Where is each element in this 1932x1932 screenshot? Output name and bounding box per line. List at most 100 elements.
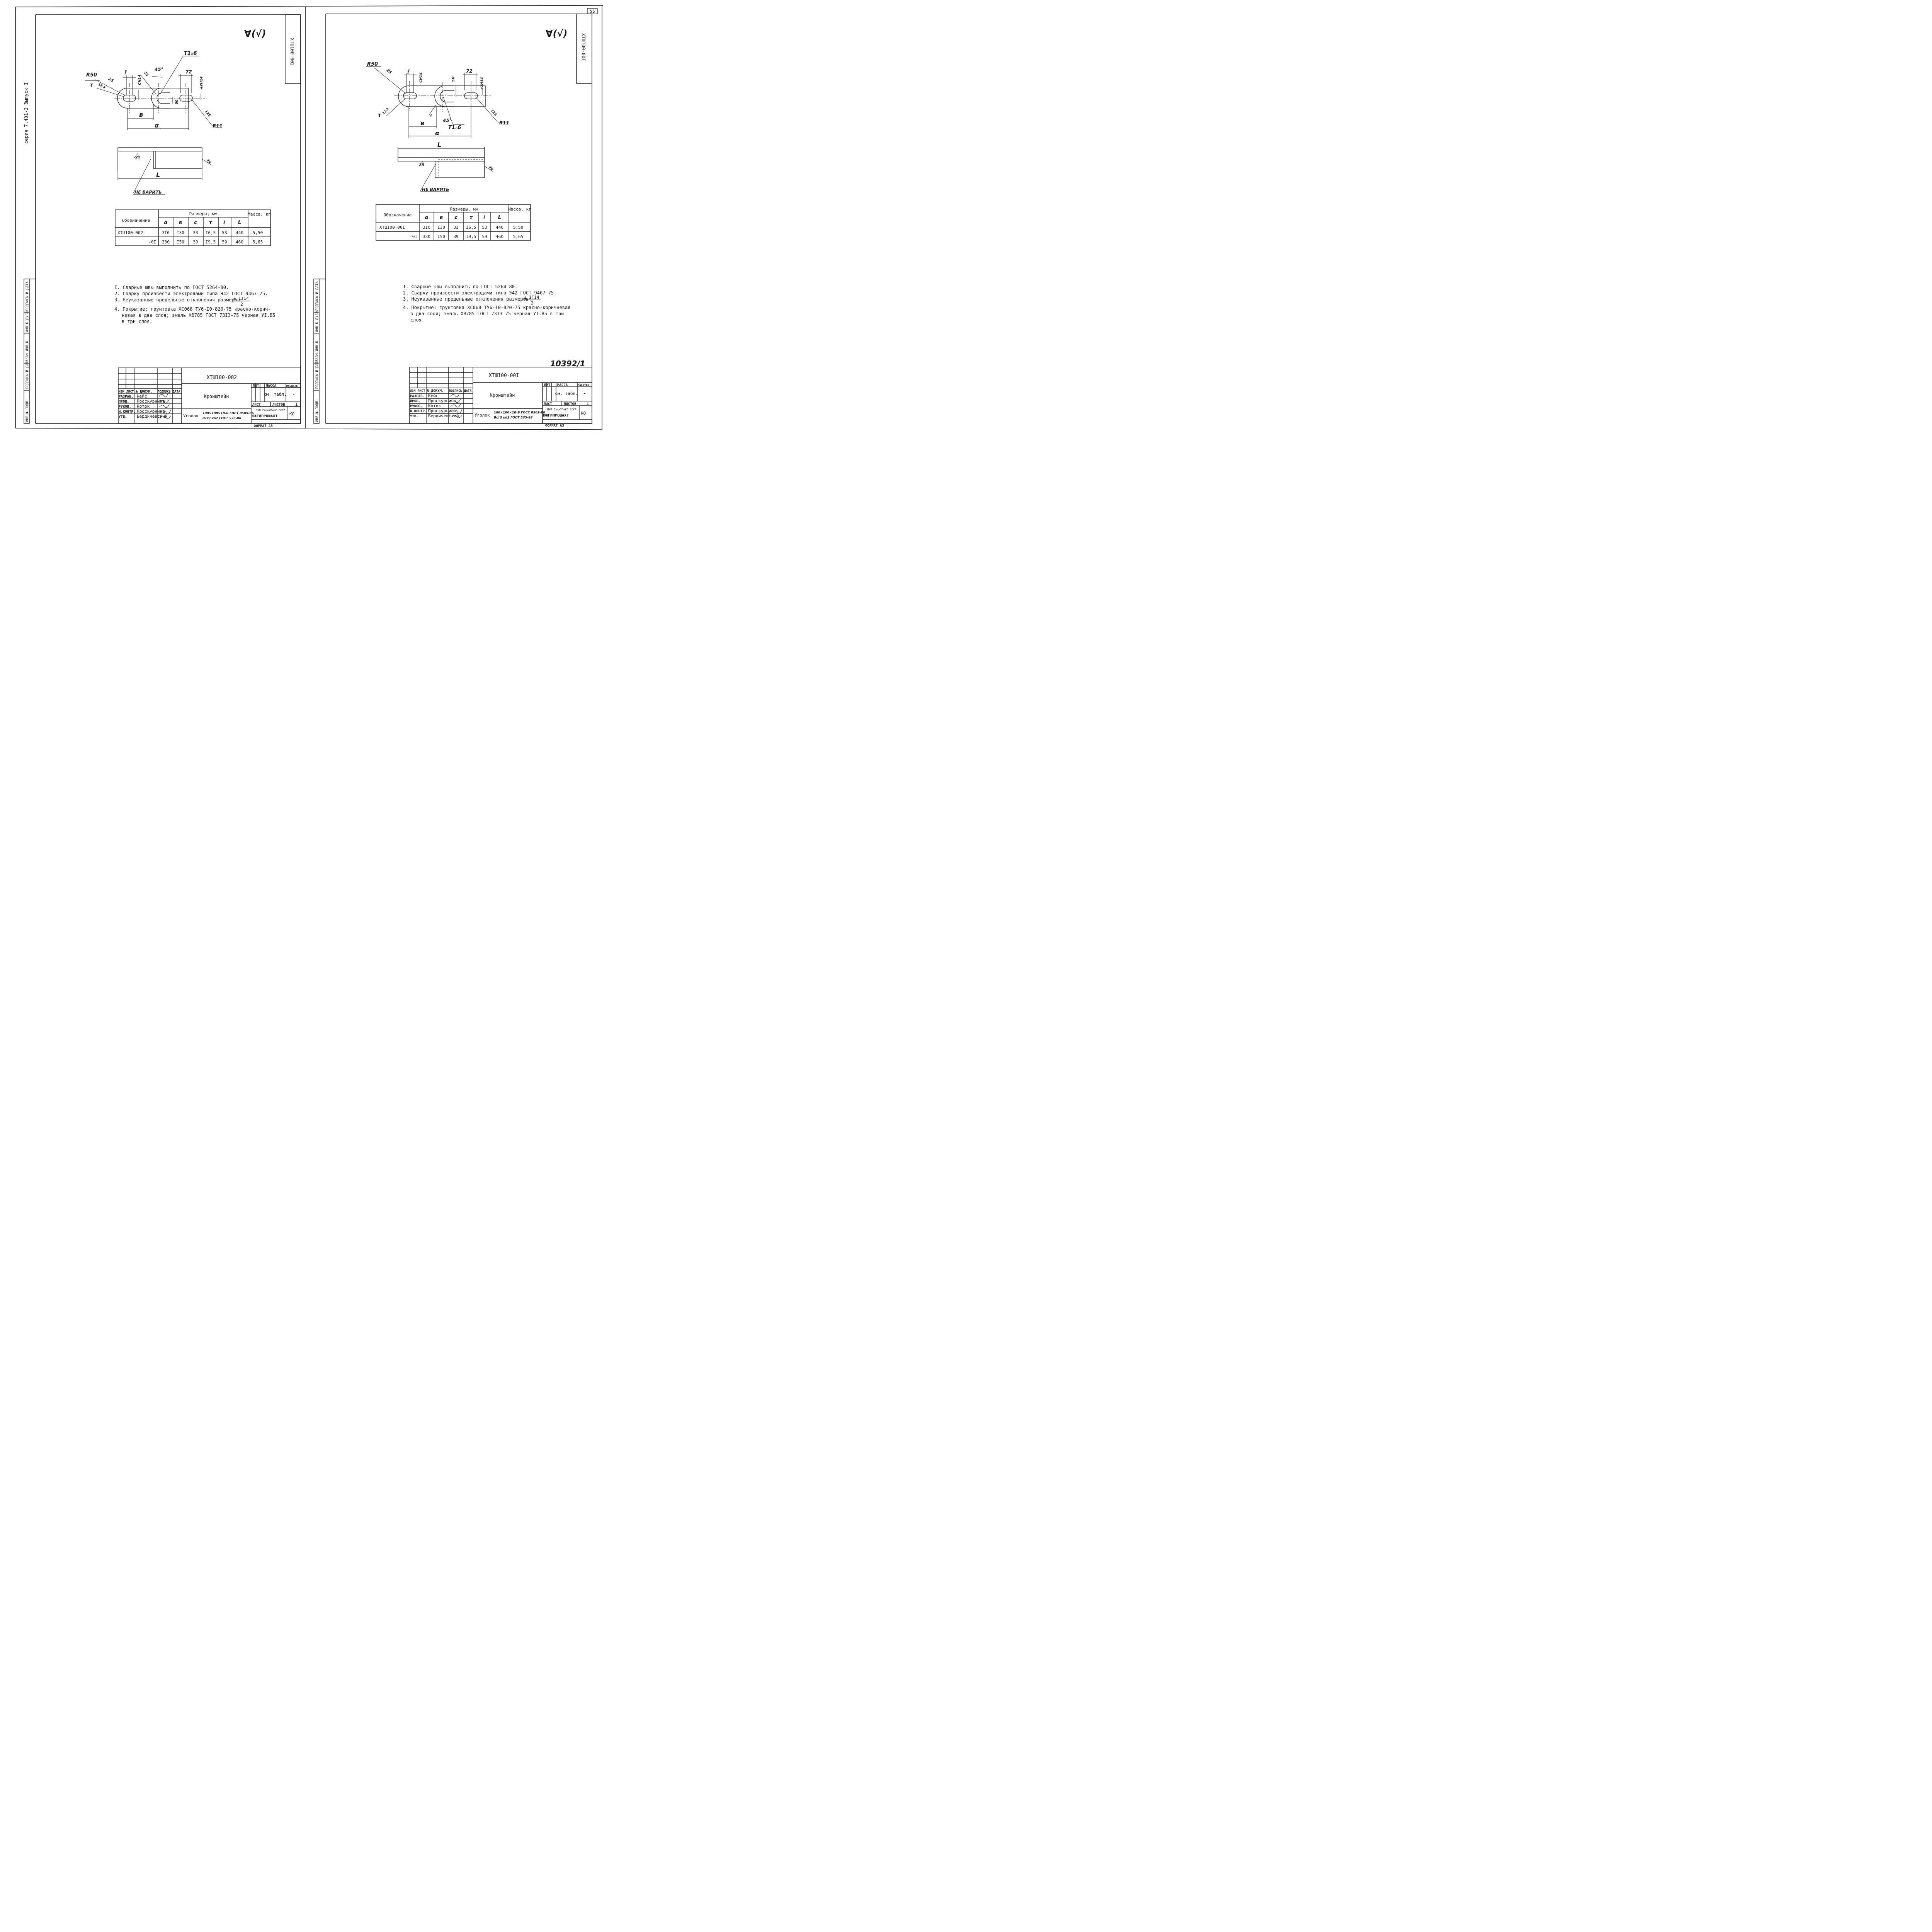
note-3: 3. Неуказанные предельные отклонения раз…	[403, 296, 531, 302]
stamp-material-prefix: Уголок	[183, 413, 199, 418]
role-1: РАЗРАБ.	[119, 395, 133, 399]
stamp-name: Кронштейн	[204, 394, 229, 399]
note-3: 3. Неуказанные предельные отклонения раз…	[114, 297, 243, 303]
col-l: ℓ	[483, 215, 486, 221]
note-2: 2. Сварку произвести электродами типа Э4…	[403, 290, 556, 296]
note-4a: 4. Покрытие: грунтовка ХС068 ТУ6-I0-820-…	[403, 305, 570, 310]
col-r: τ	[469, 215, 473, 221]
row-1-L: 440	[496, 225, 503, 230]
stamp-material-2: Вст3 кп2 ГОСТ 535-88	[494, 416, 533, 419]
label-e22: e2H14	[200, 77, 204, 89]
row-1-c: 33	[453, 225, 458, 230]
stamp-h-lit: ЛИТ	[544, 383, 551, 387]
label-c: CH14	[138, 75, 142, 85]
stamp-org-3: КО	[289, 412, 294, 417]
note-4c: в три слоя.	[122, 319, 152, 324]
note-3-frac-den: 2	[240, 302, 243, 307]
drawing-canvas: 55 серия 7.401-2 Выпуск I ИНВ.№ ПОДЛ. ПО…	[15, 5, 603, 430]
role-4: Н.КОНТР.	[119, 410, 135, 414]
col-c: c	[194, 220, 197, 226]
label-R11: R11	[499, 120, 509, 126]
role-5: УТВ.	[410, 415, 418, 418]
row-2-l: 59	[222, 240, 227, 245]
stamp-h-date: ДАТА	[464, 389, 471, 393]
col-a: α	[425, 215, 429, 221]
role-2: ПРОВ.	[119, 400, 129, 404]
header-designation: Обозначение	[384, 213, 412, 218]
row-2-b: I50	[437, 234, 445, 239]
role-3: РУКОВ.	[119, 405, 131, 409]
row-1-mass: 5,50	[253, 230, 263, 235]
technical-notes: I. Сварные швы выполнить по ГОСТ 5264-80…	[114, 285, 275, 324]
roughness-symbol: ∀(√)	[546, 28, 568, 39]
margin-cell-3: ВЗАМ.ИНВ.№	[26, 340, 29, 362]
stamp-h-sheet: ЛИСТ	[252, 403, 261, 407]
archive-number: 10392/1	[550, 359, 585, 368]
margin-cell-2: ПОДПИСЬ И ДАТА	[26, 359, 29, 389]
header-sizes: Размеры, мм	[189, 211, 218, 216]
label-l: ℓ	[407, 69, 410, 75]
row-2-c: 39	[193, 240, 198, 245]
note-3-frac-num: ± ITI4	[233, 296, 249, 301]
row-1-a: 3I0	[423, 225, 430, 230]
role-1: РАЗРАБ.	[410, 395, 425, 398]
label-weld: T1▵6	[184, 51, 197, 56]
stamp-sheets-val: I	[587, 401, 589, 406]
roughness-symbol: ∀(√)	[244, 28, 266, 39]
label-R50: R50	[367, 61, 378, 67]
stamp-material-1: 100×100×10-В ГОСТ 8509-86	[494, 411, 545, 414]
page-number: 55	[590, 9, 595, 14]
note-4b: в два слоя; эмаль ХВ785 ГОСТ 73I3-75 чер…	[410, 311, 564, 316]
stamp-h-sign: ПОДПИСЬ	[449, 389, 462, 393]
row-1-r: I6,5	[466, 225, 476, 230]
person-5: Бердичевский	[428, 413, 459, 418]
label-d72: 72	[466, 68, 473, 74]
label-r128: 12,8	[382, 107, 390, 115]
stamp-h-scale: МАСШТАБ	[578, 384, 589, 387]
stamp-material-2: Вст3 кп2 ГОСТ 535-88	[202, 417, 242, 420]
frame-lines	[15, 5, 603, 430]
code-tab: ХТШ100-00I	[576, 14, 592, 84]
note-3-frac-num: ± ITI4	[524, 295, 539, 300]
row-2-c: 39	[453, 234, 458, 239]
side-view: 25 25 L НЕ ВАРИТЬ	[117, 147, 211, 195]
stamp-name: Кронштейн	[490, 393, 515, 398]
note-3-frac-den: 2	[531, 301, 534, 306]
stamp-h-sheets: ЛИСТОВ	[564, 402, 577, 406]
stamp-h-sign: ПОДПИСЬ	[158, 390, 171, 393]
label-t25: 25	[488, 165, 493, 172]
label-R50: R50	[86, 72, 97, 78]
stamp-h-list: ЛИСТ	[418, 389, 425, 393]
stamp-format: ФОРМАТ А3	[254, 424, 273, 428]
col-b: в	[440, 215, 443, 221]
label-a: α	[155, 122, 159, 129]
note-4c: слоя.	[410, 317, 424, 323]
stamp-mass: см. табл.	[555, 391, 578, 396]
label-d125: 125	[490, 109, 498, 117]
row-1-name: ХТШ100-002	[117, 230, 143, 235]
stamp-scale: -	[292, 391, 295, 397]
stamp-org-2: ЮЖГИПРОШАХТ	[543, 413, 569, 418]
label-weld: T1▵6	[448, 125, 461, 131]
stamp-mass: см. табл.	[264, 392, 287, 397]
row-2-mass: 5,65	[253, 240, 263, 245]
stamp-code: ХТШ100-00I	[489, 373, 519, 379]
stamp-h-mass: МАССА	[557, 383, 568, 387]
stamp-h-lit: ЛИТ	[253, 384, 259, 388]
label-r: τ	[378, 112, 381, 118]
person-1: Кейс	[428, 393, 439, 398]
row-2-a: 330	[423, 234, 430, 239]
technical-notes: I. Сварные швы выполнить по ГОСТ 5264-80…	[403, 284, 570, 323]
label-ang45: 45°	[154, 67, 163, 72]
label-d72: 72	[185, 69, 192, 75]
row-1-name: ХТШI00-00I	[379, 225, 405, 230]
label-d50: 50	[175, 99, 179, 104]
label-no-weld: НЕ ВАРИТЬ	[422, 187, 449, 192]
header-sizes: Размеры, мм	[450, 207, 478, 212]
row-1-mass: 5,50	[513, 225, 524, 230]
stamp-scale: -	[583, 391, 586, 396]
label-t25: 25	[206, 158, 211, 165]
plan-view: R50 τ 12,8 25 ℓ CH14 25 45° T1▵6 72 e2H1…	[85, 51, 223, 130]
stamp-h-doc: № ДОКУМ.	[136, 390, 152, 394]
note-4a: 4. Покрытие: грунтовка ХС068 ТУ6-I0-820-…	[114, 306, 271, 312]
